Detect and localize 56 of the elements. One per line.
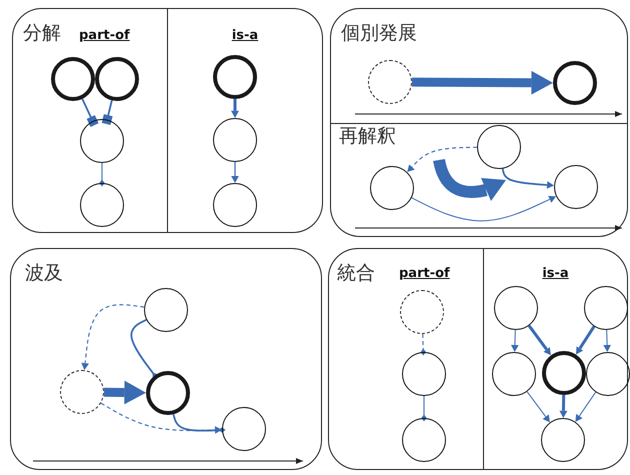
connector-arrow — [104, 380, 146, 404]
circle-node — [146, 370, 190, 414]
circle-node — [584, 286, 628, 330]
panel-heading: 再解釈 — [339, 126, 396, 147]
relation-label: is-a — [232, 29, 258, 44]
circle-node — [80, 118, 124, 162]
relation-label: is-a — [542, 267, 569, 282]
panel-section — [328, 248, 484, 470]
dashed-circle — [368, 60, 412, 104]
circle-node — [552, 60, 596, 104]
circle-node — [222, 406, 266, 450]
connector-arrow — [411, 196, 556, 222]
connector-arrow — [231, 162, 239, 183]
relation-label: part-of — [399, 267, 450, 282]
panel-section — [168, 8, 323, 233]
circle-node — [213, 182, 257, 226]
circle-node — [402, 418, 446, 462]
panel-heading: 波及 — [25, 263, 63, 284]
panel-heading: 分解 — [23, 23, 61, 44]
connector-arrow — [81, 304, 144, 370]
circle-node — [94, 56, 138, 100]
circle-node — [213, 118, 257, 162]
connector-arrow — [511, 330, 519, 352]
circle-node — [586, 352, 630, 396]
connector-arrow — [100, 402, 222, 434]
connector-arrow — [231, 99, 239, 118]
circle-node — [476, 125, 520, 169]
circle-node — [50, 56, 94, 100]
circle-node — [541, 418, 585, 462]
connector-arrow — [575, 392, 596, 422]
panel-section — [330, 8, 628, 124]
circle-node — [494, 286, 538, 330]
connector-arrow — [412, 70, 553, 95]
connector-arrow — [407, 146, 477, 172]
relation-label: part-of — [79, 29, 130, 44]
circle-node — [80, 182, 124, 226]
panel-section — [12, 8, 168, 233]
circle-node — [492, 352, 536, 396]
connector-arrow — [528, 324, 551, 356]
circle-node — [370, 166, 414, 210]
circle-node — [144, 288, 188, 332]
connector-arrow — [526, 391, 550, 422]
panel-heading: 統合 — [337, 263, 375, 284]
dashed-circle — [60, 370, 104, 414]
dashed-circle — [400, 290, 444, 334]
circle-node — [402, 352, 446, 396]
circle-node — [554, 165, 598, 209]
connector-arrow — [576, 326, 596, 355]
circle-node — [213, 54, 257, 98]
connector-arrow — [603, 330, 611, 352]
panel-section — [484, 248, 628, 470]
panel-heading: 個別発展 — [341, 23, 417, 44]
panel-section — [330, 124, 628, 237]
panel-section — [10, 248, 322, 470]
circle-node — [542, 350, 586, 394]
connector-arrow — [559, 394, 568, 418]
